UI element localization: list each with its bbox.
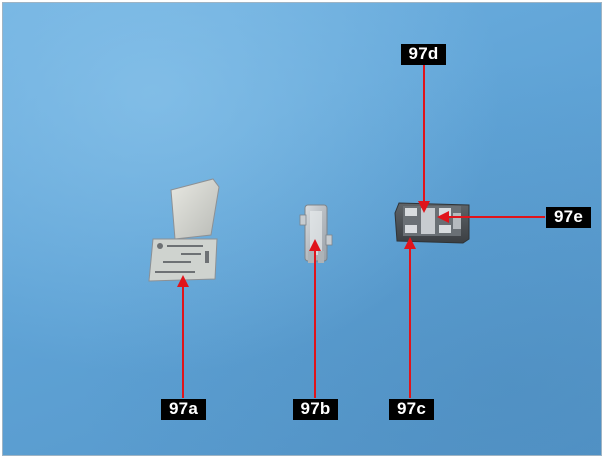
- scene-drawing: [148, 65, 545, 398]
- arrow-97c: [404, 237, 416, 398]
- component-97b: [299, 204, 333, 263]
- arrow-97d: [418, 65, 430, 213]
- callout-label-97a: 97a: [161, 399, 206, 420]
- callout-label-97e: 97e: [546, 207, 591, 228]
- callout-label-97b: 97b: [293, 399, 338, 420]
- callout-label-97d: 97d: [401, 44, 446, 65]
- component-97a: [148, 178, 220, 282]
- arrow-97e: [437, 211, 545, 223]
- arrow-97a: [177, 275, 189, 398]
- callout-label-97c: 97c: [389, 399, 434, 420]
- component-97c: [394, 202, 470, 244]
- arrow-97b: [309, 239, 321, 398]
